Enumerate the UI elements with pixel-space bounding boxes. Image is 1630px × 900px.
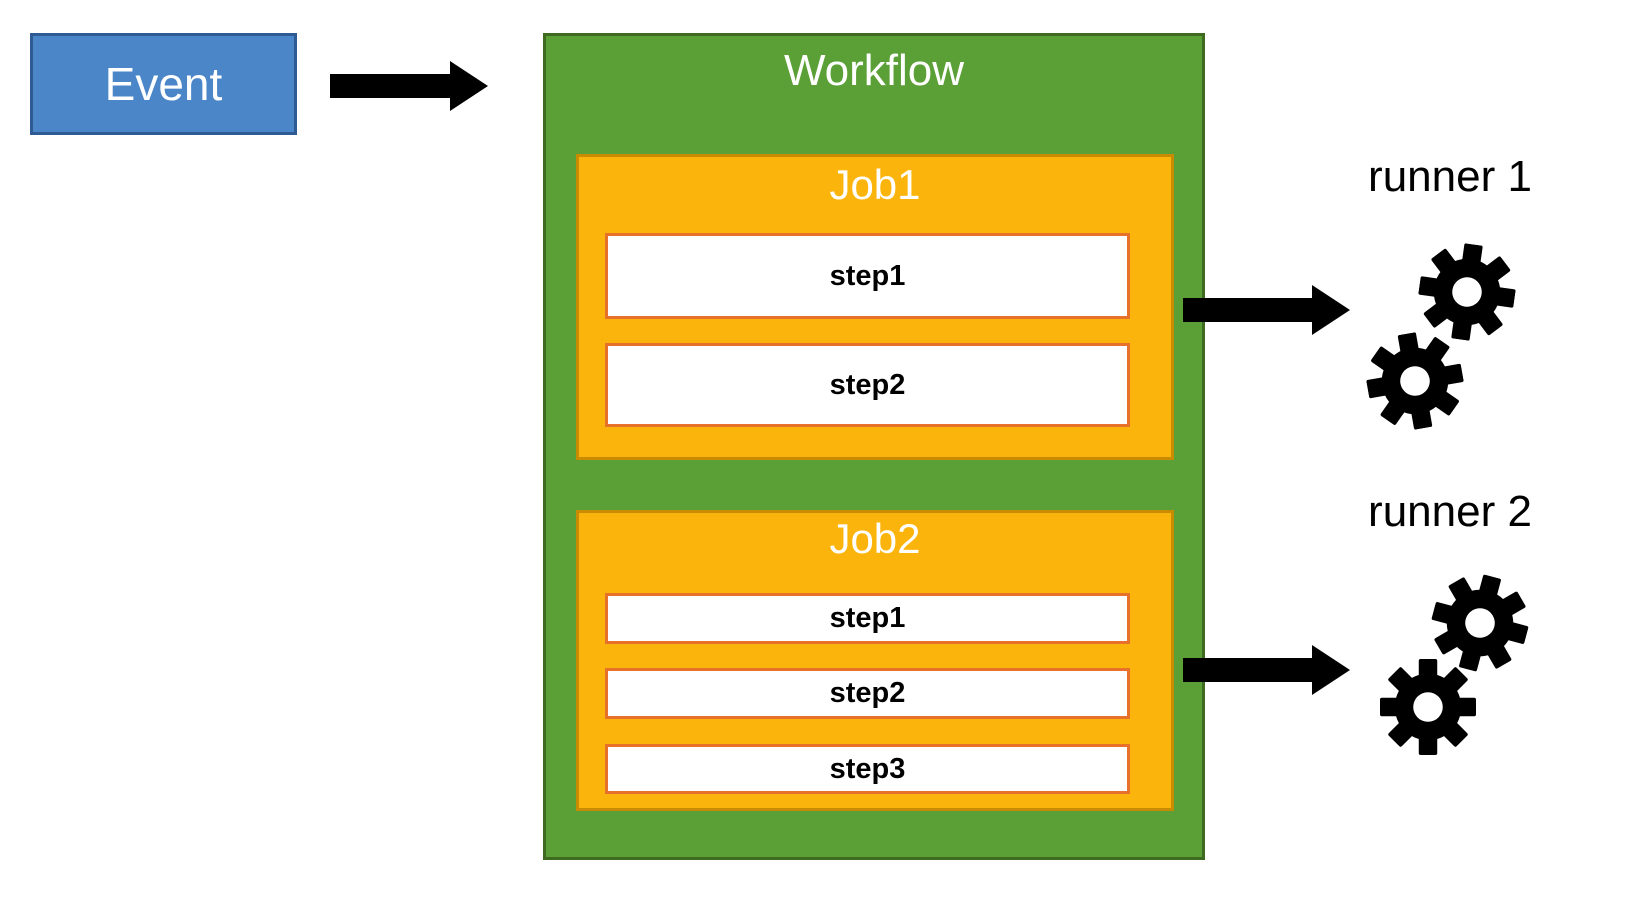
runner1-gear-icon bbox=[1413, 238, 1521, 346]
arrow-shaft bbox=[330, 74, 450, 98]
arrow-head bbox=[1312, 285, 1350, 335]
arrow-shaft bbox=[1183, 298, 1312, 322]
runner1-gear-icon bbox=[1359, 325, 1470, 436]
event-box: Event bbox=[30, 33, 297, 135]
workflow-box: Workflow Job1 step1 step2 Job2 step1 ste… bbox=[543, 33, 1205, 860]
job1-step2: step2 bbox=[605, 343, 1130, 427]
workflow-title: Workflow bbox=[783, 46, 965, 95]
job2-step1-label: step1 bbox=[829, 602, 906, 634]
job1-to-runner1-arrow bbox=[1183, 284, 1350, 336]
runner1-label: runner 1 bbox=[1368, 152, 1532, 201]
job1-box: Job1 step1 step2 bbox=[576, 154, 1174, 460]
arrow-shaft bbox=[1183, 658, 1312, 682]
arrow-head bbox=[450, 61, 488, 111]
job2-title: Job2 bbox=[829, 515, 921, 562]
job2-box: Job2 step1 step2 step3 bbox=[576, 510, 1174, 811]
job2-step2: step2 bbox=[605, 668, 1130, 719]
job2-step2-label: step2 bbox=[829, 677, 906, 709]
runner2-gear-icon bbox=[1421, 564, 1539, 682]
job1-title: Job1 bbox=[829, 161, 921, 208]
job2-to-runner2-arrow bbox=[1183, 644, 1350, 696]
job2-step3: step3 bbox=[605, 744, 1130, 794]
job1-step2-label: step2 bbox=[829, 368, 906, 401]
job2-step1: step1 bbox=[605, 593, 1130, 644]
job1-step1-label: step1 bbox=[829, 259, 906, 292]
runner2-gear-icon bbox=[1380, 659, 1476, 755]
event-label: Event bbox=[104, 58, 223, 110]
event-to-workflow-arrow bbox=[330, 61, 488, 111]
job1-step1: step1 bbox=[605, 233, 1130, 319]
job2-step3-label: step3 bbox=[829, 752, 906, 785]
runner2-label: runner 2 bbox=[1368, 487, 1532, 536]
arrow-head bbox=[1312, 645, 1350, 695]
